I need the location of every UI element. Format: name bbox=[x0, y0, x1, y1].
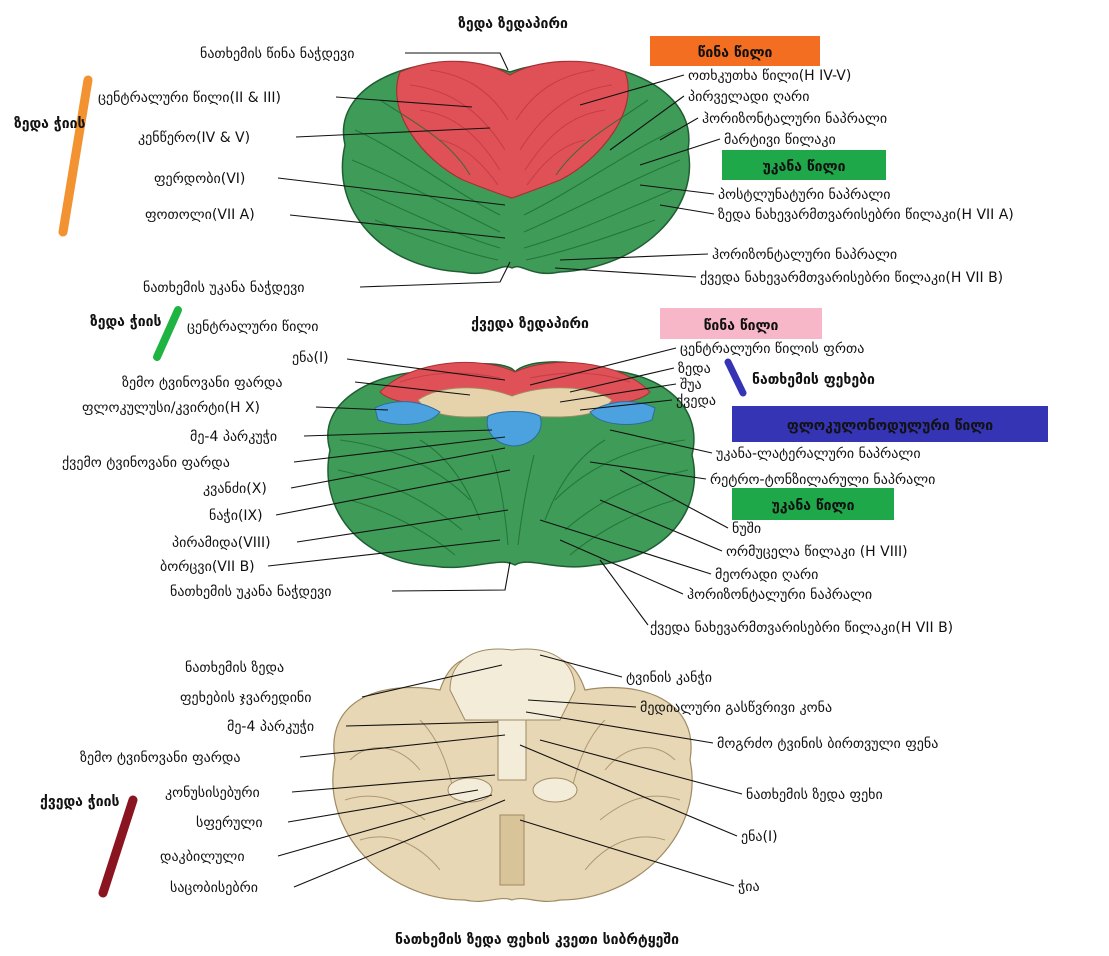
label-lingula: ენა(I) bbox=[292, 350, 329, 366]
peduncles-label: ნათხემის ფეხები bbox=[752, 372, 875, 388]
label-tonsil: ნუში bbox=[732, 521, 761, 537]
label-globose: სფერული bbox=[196, 814, 263, 831]
title-superior-surface: ზედა ზედაპირი bbox=[458, 16, 568, 32]
middle-vermis-legend: ზედა ჭიის bbox=[90, 310, 178, 357]
label-horizontal-fissure-1: ჰორიზონტალური ნაპრალი bbox=[702, 110, 887, 127]
upper-vermis-text: ზედა ჭიის bbox=[14, 116, 85, 132]
label-uvula: ნაჭი(IX) bbox=[209, 508, 263, 524]
upper-vermis-legend: ზედა ჭიის bbox=[14, 80, 88, 232]
label-superior-medullary-velum: ზემო ტვინოვანი ფარდა bbox=[122, 374, 282, 391]
label-superior-semilunar: ზედა ნახევარმთვარისებრი წილაკი(H VII A) bbox=[718, 206, 1014, 223]
label-flocculus: ფლოკულუსი/კვირტი(H X) bbox=[82, 399, 260, 416]
label-fourth-ventricle: მე-4 პარკუჭი bbox=[190, 428, 277, 445]
label-medulla-nuclear: მოგრძო ტვინის ბირთვული ფენა bbox=[717, 735, 938, 752]
label-inferior-medullary-velum: ქვემო ტვინოვანი ფარდა bbox=[62, 454, 230, 471]
label-horizontal-fissure-2: ჰორიზონტალური ნაპრალი bbox=[712, 246, 897, 263]
label-fourth-ventricle-sec: მე-4 პარკუჭი bbox=[227, 718, 314, 735]
label-lingula-sec: ენა(I) bbox=[741, 829, 778, 845]
peduncles-marker: ნათხემის ფეხები bbox=[728, 362, 875, 393]
label-biventral-lobule: ორმუცელა წილაკი (H VIII) bbox=[726, 543, 908, 560]
label-cerebral-peduncle: ტვინის კანჭი bbox=[626, 670, 712, 686]
lower-vermis-legend: ქვედა ჭიის bbox=[40, 794, 133, 893]
label-superior-peduncle-sec: ნათხემის ზედა ფეხი bbox=[746, 787, 883, 803]
superior-cerebellum-illustration bbox=[342, 61, 689, 273]
label-anterior-notch: ნათხემის წინა ნაჭდევი bbox=[200, 46, 354, 62]
label-horizontal-fissure-inf: ჰორიზონტალური ნაპრალი bbox=[687, 586, 872, 603]
anterior-lobe-box-top: წინა წილი bbox=[650, 36, 820, 66]
lower-vermis-text: ქვედა ჭიის bbox=[40, 794, 120, 810]
label-inferior-semilunar: ქვედა ნახევარმთვარისებრი წილაკი(H VII B) bbox=[700, 269, 1003, 286]
posterior-lobe-box-top: უკანა წილი bbox=[722, 150, 886, 180]
label-tuber: ბორცვი(VII B) bbox=[160, 558, 255, 575]
anterior-lobe-box-mid: წინა წილი bbox=[660, 308, 822, 339]
label-decussation-2: ფეხების ჯვარედინი bbox=[180, 689, 312, 706]
label-peduncle-superior: ზედა bbox=[678, 361, 711, 377]
label-nodulus: კვანძი(X) bbox=[203, 481, 267, 497]
label-dentate: დაკბილული bbox=[160, 849, 245, 865]
label-secondary-fissure: მეორადი ღარი bbox=[715, 566, 818, 583]
label-retrotonsillar-fissure: რეტრო-ტონზილარული ნაპრალი bbox=[710, 471, 935, 488]
label-posterior-notch-top: ნათხემის უკანა ნაჭდევი bbox=[143, 280, 305, 296]
svg-text:წინა წილი: წინა წილი bbox=[704, 318, 779, 334]
label-decussation-1: ნათხემის ზედა bbox=[185, 660, 284, 676]
label-posterolateral-fissure: უკანა-ლატერალური ნაპრალი bbox=[716, 445, 921, 462]
title-section: ნათხემის ზედა ფეხის კვეთი სიბრტყეში bbox=[395, 932, 679, 948]
posterior-lobe-box-mid: უკანა წილი bbox=[732, 488, 894, 520]
label-pyramid: პირამიდა(VIII) bbox=[172, 534, 271, 551]
label-central-lobule: ცენტრალური წილი(II & III) bbox=[98, 89, 281, 106]
label-vermis-sec: ჭია bbox=[738, 879, 760, 895]
label-inferior-semilunar-inf: ქვედა ნახევარმთვარისებრი წილაკი(H VII B) bbox=[650, 619, 953, 636]
label-wing-central-lobule: ცენტრალური წილის ფრთა bbox=[680, 340, 864, 357]
label-culmen: კენწერო(IV & V) bbox=[138, 129, 250, 146]
label-peduncle-inferior: ქვედა bbox=[676, 393, 716, 409]
label-simple-lobule: მარტივი წილაკი bbox=[724, 131, 836, 148]
label-superior-velum-sec: ზემო ტვინოვანი ფარდა bbox=[80, 749, 240, 766]
middle-vermis-text: ზედა ჭიის bbox=[90, 314, 161, 330]
label-emboliform: კონუსისებური bbox=[165, 784, 260, 801]
label-declive: ფერდობი(VI) bbox=[154, 170, 245, 187]
svg-text:წინა წილი: წინა წილი bbox=[698, 45, 773, 61]
label-primary-fissure: პირველადი ღარი bbox=[688, 88, 809, 105]
flocculonodular-lobe-box: ფლოკულონოდულური წილი bbox=[732, 406, 1048, 442]
label-folium: ფოთოლი(VII A) bbox=[145, 207, 255, 223]
section-illustration bbox=[333, 649, 692, 901]
label-peduncle-middle: შუა bbox=[680, 377, 702, 393]
svg-text:უკანა წილი: უკანა წილი bbox=[763, 159, 846, 175]
label-quadrangular-lobule: ოთხკუთხა წილი(H IV-V) bbox=[688, 68, 851, 84]
label-posterior-notch-inf: ნათხემის უკანა ნაჭდევი bbox=[170, 584, 332, 600]
svg-text:ფლოკულონოდულური წილი: ფლოკულონოდულური წილი bbox=[787, 418, 993, 434]
label-mlf: მედიალური გასწვრივი კონა bbox=[640, 699, 832, 716]
svg-text:უკანა წილი: უკანა წილი bbox=[772, 498, 855, 514]
label-fastigial: საცობისებრი bbox=[170, 879, 258, 896]
title-inferior-surface: ქვედა ზედაპირი bbox=[471, 316, 589, 332]
inferior-cerebellum-illustration bbox=[328, 362, 695, 567]
label-postlunate-fissure: პოსტლუნატური ნაპრალი bbox=[718, 186, 890, 203]
label-central-lobule-inf: ცენტრალური წილი bbox=[187, 318, 319, 335]
